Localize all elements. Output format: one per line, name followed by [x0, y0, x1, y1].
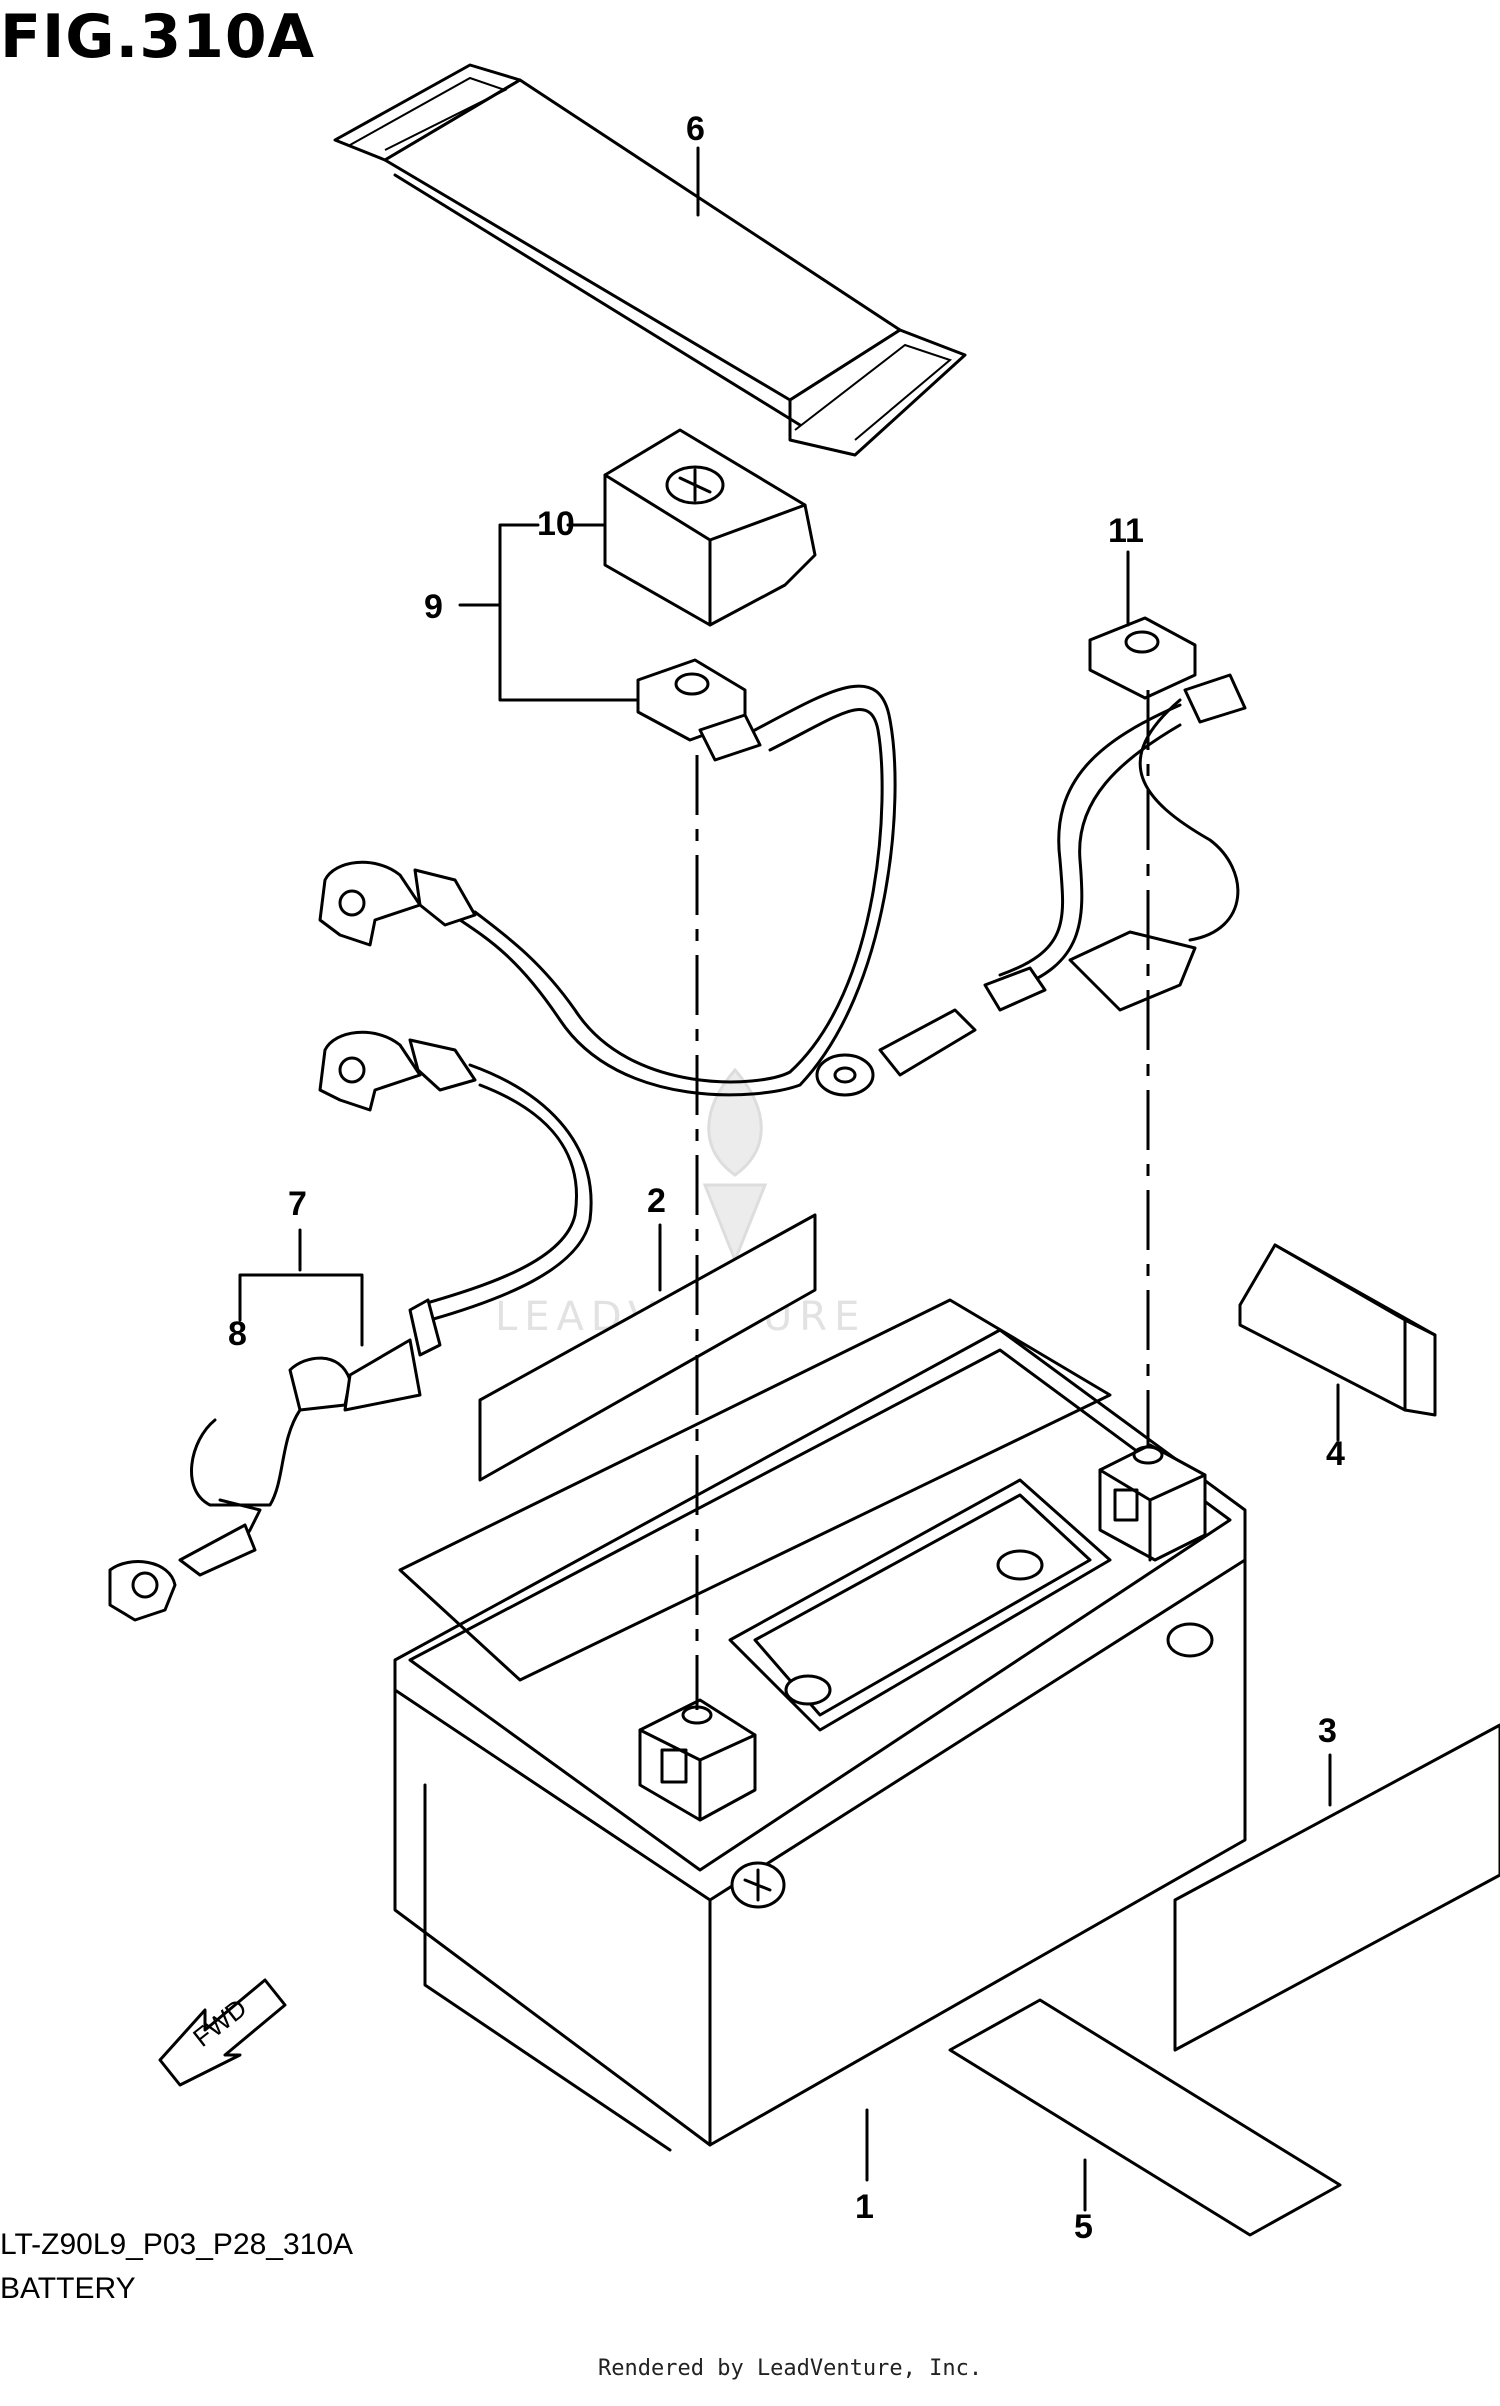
battery-strap	[333, 63, 967, 457]
figure-title: FIG.310A	[0, 2, 316, 72]
callout-9: 9	[424, 588, 443, 626]
callouts: 6 10 9 11 2 7 8 4 3 1 5	[228, 110, 1345, 2246]
terminal-cover	[603, 428, 817, 627]
callout-4: 4	[1326, 1435, 1345, 1473]
pad-part-4	[1238, 1243, 1437, 1417]
positive-cable	[318, 658, 897, 1097]
callout-8: 8	[228, 1315, 247, 1353]
callout-11: 11	[1108, 512, 1144, 550]
battery	[393, 1298, 1247, 2152]
pad-part-3	[1173, 1723, 1500, 2052]
alignment-lines	[695, 690, 1150, 1710]
wire-harness	[815, 616, 1247, 1097]
callout-3: 3	[1318, 1712, 1337, 1750]
label-part-2	[478, 1213, 817, 1482]
forward-direction-arrow: FWD	[158, 1978, 287, 2087]
callout-10: 10	[537, 505, 575, 543]
render-credit: Rendered by LeadVenture, Inc.	[598, 2356, 983, 2381]
callout-7: 7	[288, 1185, 307, 1223]
callout-5: 5	[1074, 2208, 1093, 2246]
watermark-flame-icon	[702, 1067, 768, 1265]
callout-1: 1	[855, 2188, 874, 2226]
pad-part-5	[948, 1998, 1342, 2237]
figure-name: BATTERY	[0, 2272, 136, 2305]
figure-code: LT-Z90L9_P03_P28_310A	[0, 2228, 354, 2261]
callout-2: 2	[647, 1182, 666, 1220]
callout-6: 6	[686, 110, 705, 148]
negative-cable	[108, 1030, 593, 1622]
leader-lines	[238, 146, 1340, 2212]
